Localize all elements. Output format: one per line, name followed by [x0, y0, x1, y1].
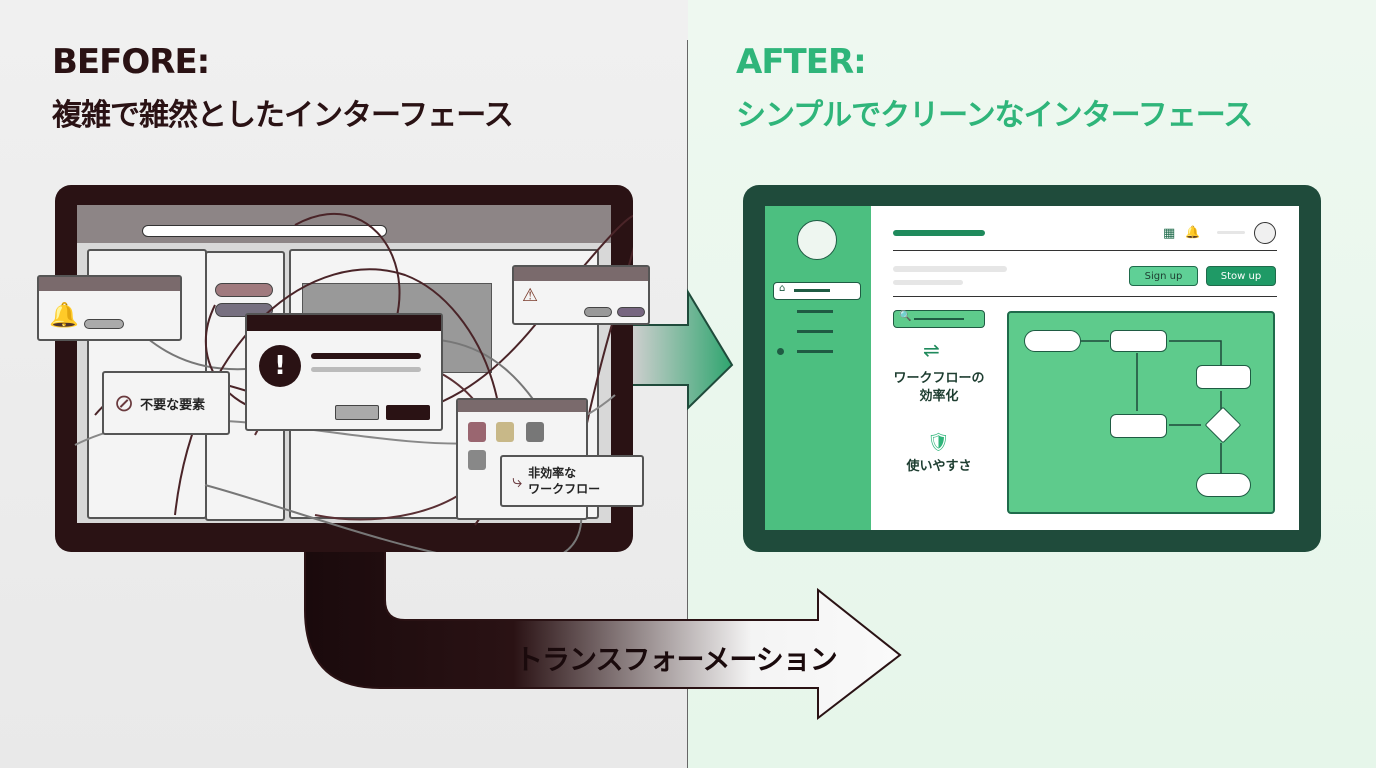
- feature-usability: 使いやすさ: [906, 459, 972, 474]
- notification-popup: 🔔: [37, 275, 182, 341]
- after-heading: AFTER:: [736, 42, 867, 82]
- unneeded-elements-tag: ⊘ 不要な要素: [102, 371, 230, 435]
- shield-check-icon: 🛡: [927, 432, 950, 453]
- dialog-ok-button[interactable]: [386, 405, 430, 420]
- sidebar: ⌂: [765, 206, 871, 530]
- profile-avatar[interactable]: [1254, 222, 1276, 244]
- before-subtitle: 複雑で雑然としたインターフェース: [52, 98, 514, 133]
- secondary-button[interactable]: Stow up: [1206, 266, 1276, 286]
- transformation-label: トランスフォーメーション: [515, 643, 838, 676]
- dialog-cancel-button[interactable]: [335, 405, 379, 420]
- workflow-icon: ⇌: [923, 338, 940, 362]
- home-icon: ⌂: [779, 283, 786, 294]
- grid-icon[interactable]: ▦: [1163, 226, 1176, 241]
- workflow-diagram: [1007, 311, 1275, 514]
- sign-up-button[interactable]: Sign up: [1129, 266, 1198, 286]
- prohibited-icon: ⊘: [114, 389, 135, 417]
- warning-popup: ⚠: [512, 265, 650, 325]
- bell-icon: 🔔: [49, 301, 79, 329]
- search-input[interactable]: 🔍: [893, 310, 985, 328]
- after-subtitle: シンプルでクリーンなインターフェース: [736, 98, 1253, 133]
- exclamation-icon: !: [259, 345, 301, 387]
- workflow-icon: ⤷: [512, 470, 523, 492]
- warning-icon: ⚠: [522, 285, 539, 306]
- sidebar-item-home[interactable]: ⌂: [773, 282, 861, 300]
- alert-dialog: !: [245, 313, 443, 431]
- feature-workflow: ワークフローの効率化: [893, 371, 985, 404]
- sidebar-item-3[interactable]: [777, 328, 847, 336]
- search-icon: 🔍: [899, 311, 912, 322]
- avatar: [797, 220, 837, 260]
- before-heading: BEFORE:: [52, 42, 210, 82]
- inefficient-workflow-tag: ⤷ 非効率なワークフロー: [500, 455, 644, 507]
- sidebar-item-4[interactable]: [777, 348, 847, 356]
- sidebar-item-2[interactable]: [777, 308, 847, 316]
- bell-icon[interactable]: 🔔: [1185, 225, 1200, 239]
